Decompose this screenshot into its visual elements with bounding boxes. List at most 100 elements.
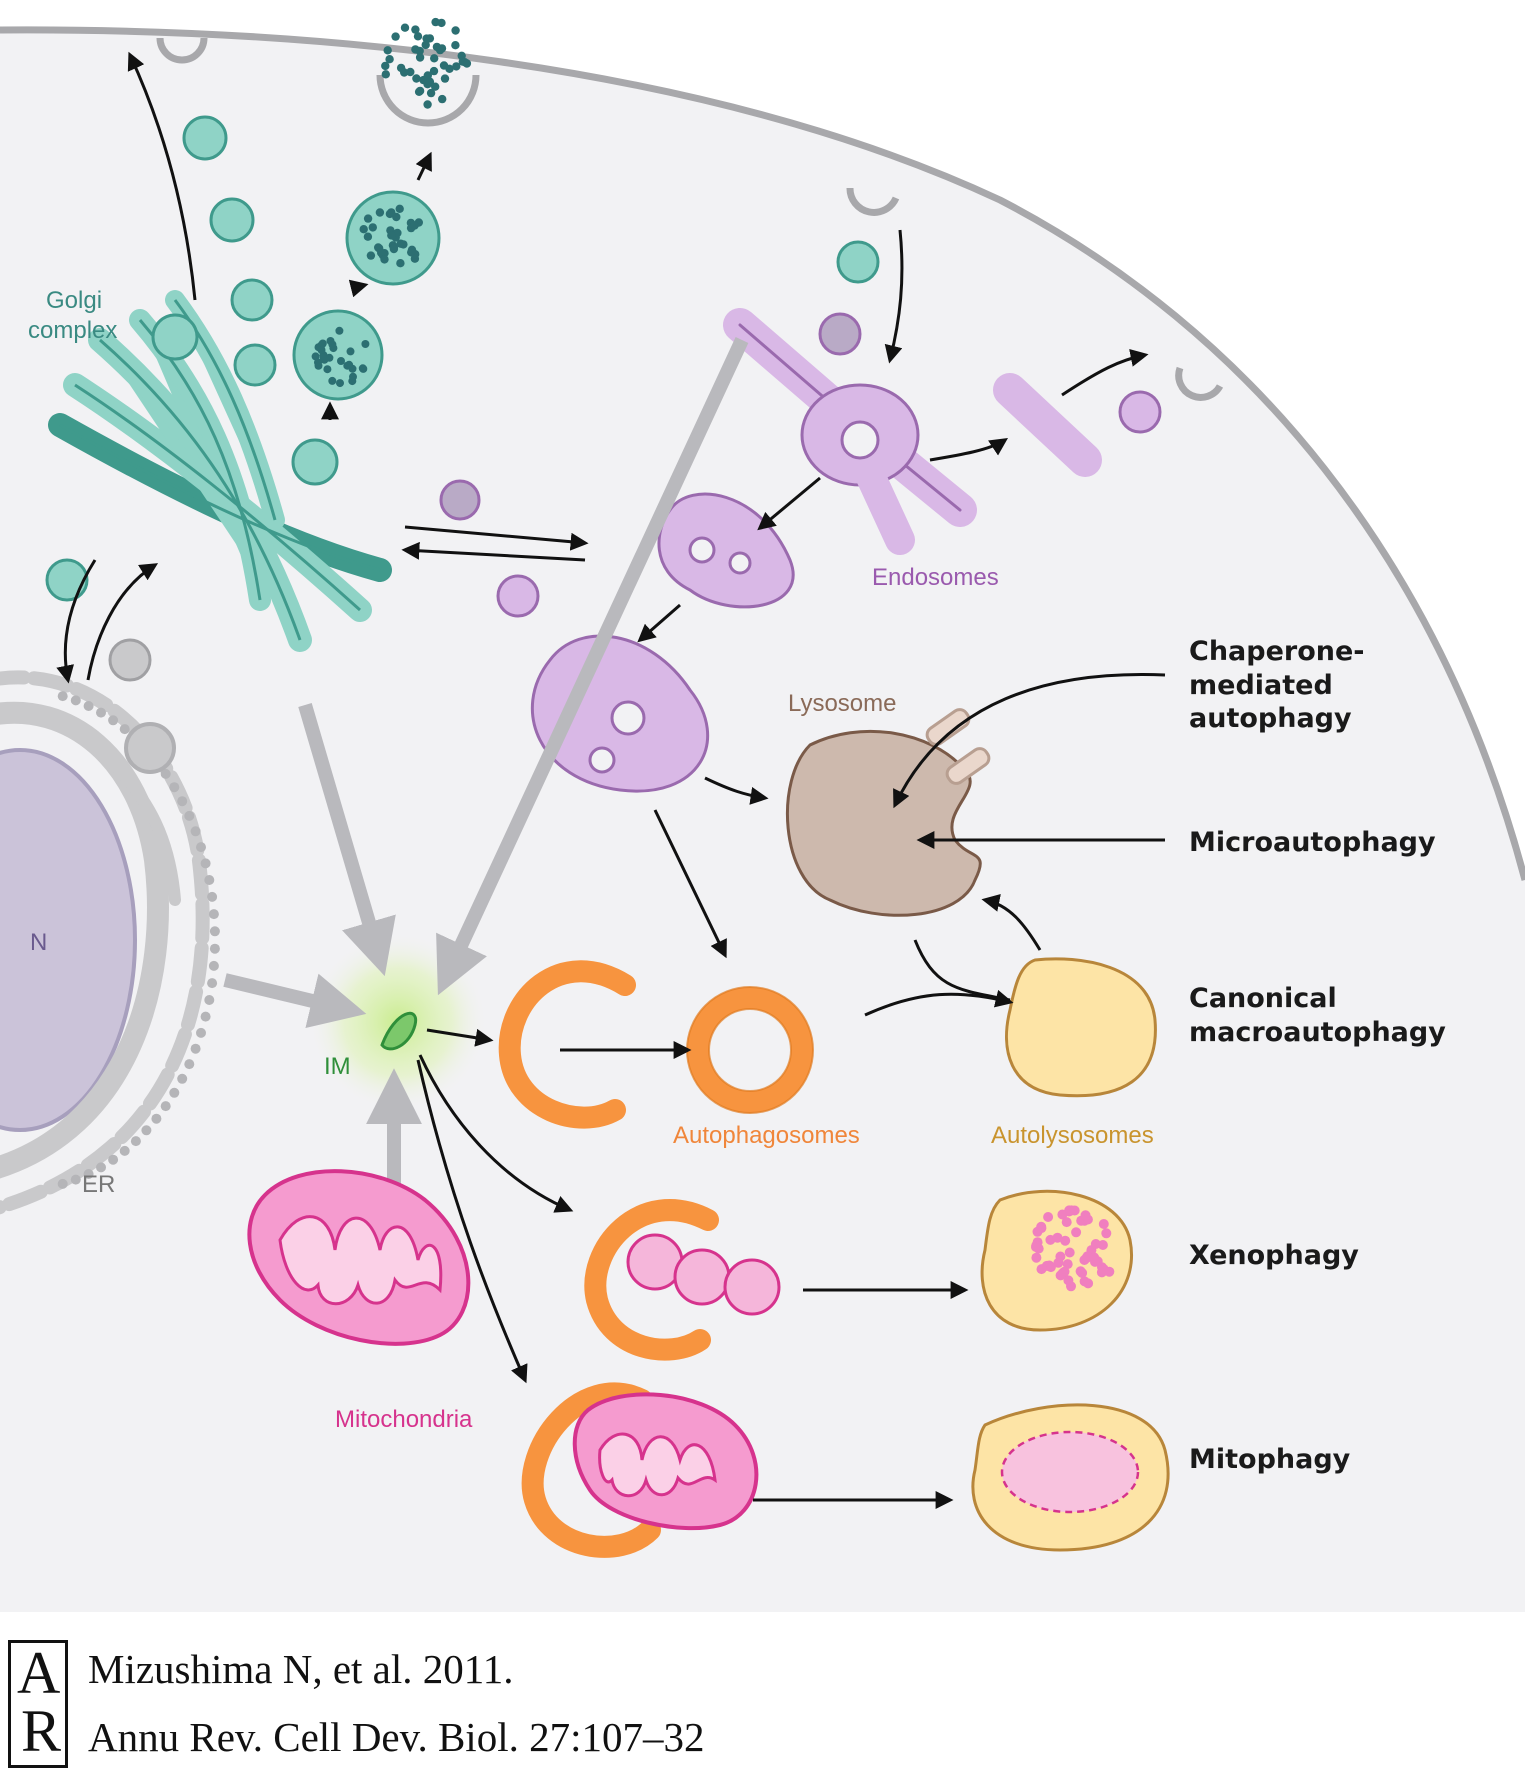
granule-dot bbox=[411, 25, 420, 34]
granule-dot bbox=[425, 77, 435, 86]
granule-dot bbox=[425, 34, 435, 43]
engulfed-mitochondrion bbox=[572, 1392, 759, 1531]
granule-dot bbox=[438, 94, 447, 104]
er-cisternae bbox=[0, 670, 210, 1215]
ribosome-dot bbox=[208, 960, 219, 971]
granule-dot bbox=[375, 208, 385, 217]
granule-dot bbox=[1055, 1270, 1066, 1281]
granule-dot bbox=[1032, 1226, 1043, 1237]
lamp2a-channels bbox=[925, 708, 991, 785]
granule-dot bbox=[407, 248, 416, 257]
granule-dot bbox=[421, 40, 430, 50]
ribosome-dot bbox=[70, 1174, 81, 1185]
granule-dot bbox=[1061, 1217, 1072, 1228]
citation-authors: Mizushima N, et al. 2011. bbox=[88, 1646, 514, 1692]
golgi-buds bbox=[151, 313, 339, 486]
granule-dot bbox=[1101, 1228, 1112, 1239]
granule-dot bbox=[392, 212, 401, 222]
pathway-arrows bbox=[56, 51, 1166, 1509]
er-label: ER bbox=[82, 1171, 115, 1198]
er-vesicle bbox=[124, 722, 176, 774]
granule-dot bbox=[314, 361, 323, 370]
ribosome-dot bbox=[130, 1136, 141, 1147]
nucleus bbox=[0, 748, 137, 1132]
ribosome-dot bbox=[196, 842, 206, 853]
granule-dot bbox=[426, 88, 436, 98]
granule-dot bbox=[1098, 1264, 1109, 1275]
ribosome-dot bbox=[200, 858, 211, 869]
granule-dot bbox=[1077, 1268, 1088, 1278]
xenophagy-label: Xenophagy bbox=[1189, 1240, 1359, 1271]
granule-dot bbox=[452, 62, 461, 71]
granule-dot bbox=[431, 82, 440, 91]
granule-dot bbox=[349, 372, 357, 381]
granule-dot bbox=[423, 100, 432, 109]
granule-dot bbox=[1045, 1262, 1056, 1273]
ribosome-dot bbox=[209, 943, 220, 954]
granule-dot bbox=[1031, 1252, 1042, 1263]
granule-dot bbox=[387, 231, 396, 240]
autophagosomes-label: Autophagosomes bbox=[673, 1122, 860, 1149]
granule-dot bbox=[319, 353, 328, 362]
canonical-macroautophagy-label: Canonical macroautophagy bbox=[1189, 983, 1446, 1048]
ribosome-dot bbox=[207, 978, 218, 989]
granule-dot bbox=[328, 376, 337, 385]
ribosome-dot bbox=[209, 926, 220, 937]
granule-dot bbox=[400, 23, 410, 32]
granule-dot bbox=[337, 357, 345, 365]
ribosome-dot bbox=[169, 1087, 180, 1098]
granule-dot bbox=[343, 361, 352, 370]
ribosome-dot bbox=[96, 707, 106, 718]
granule-dot bbox=[1071, 1227, 1082, 1238]
autophagosomes bbox=[498, 960, 813, 1558]
ribosome-dot bbox=[70, 695, 81, 706]
ribosome-dot bbox=[184, 1059, 195, 1070]
granule-dot bbox=[363, 214, 373, 223]
ribosome-dot bbox=[151, 1113, 162, 1124]
granule-dot bbox=[377, 248, 386, 257]
granule-dot bbox=[317, 346, 326, 354]
isolation-membrane bbox=[380, 1011, 418, 1051]
im-label: IM bbox=[324, 1053, 351, 1080]
nucleus-label: N bbox=[30, 929, 47, 956]
ribosome-dot bbox=[108, 715, 119, 726]
granule-dot bbox=[1031, 1242, 1041, 1252]
lysosome bbox=[786, 729, 982, 917]
granule-dot bbox=[411, 45, 420, 54]
granule-dot bbox=[429, 66, 439, 76]
granule-dot bbox=[366, 251, 376, 260]
granule-dot bbox=[368, 223, 377, 232]
granule-dot bbox=[389, 244, 399, 254]
cell-cytoplasm bbox=[0, 29, 1525, 1612]
ribosome-dot bbox=[119, 1145, 130, 1156]
golgi-outlines bbox=[59, 299, 381, 641]
granule-dot bbox=[336, 379, 344, 388]
ribosome-dot bbox=[208, 909, 219, 920]
granule-dot bbox=[1090, 1239, 1101, 1249]
granule-dot bbox=[406, 67, 415, 77]
endosomes-label: Endosomes bbox=[872, 564, 999, 591]
granule-dot bbox=[431, 17, 440, 27]
granule-dot bbox=[415, 53, 425, 62]
granule-dot bbox=[1043, 1212, 1054, 1222]
granule-dot bbox=[1052, 1232, 1063, 1243]
granule-dot bbox=[359, 225, 368, 234]
membrane-source-arrows bbox=[223, 337, 749, 1235]
grey-vesicle bbox=[108, 638, 152, 682]
granule-dot bbox=[381, 61, 390, 71]
granule-dot bbox=[361, 340, 370, 348]
granule-dot bbox=[1081, 1253, 1092, 1264]
ribosome-dot bbox=[196, 1027, 206, 1038]
granule-dot bbox=[400, 68, 409, 77]
granule-dot bbox=[1060, 1235, 1071, 1246]
granule-dot bbox=[451, 41, 460, 50]
granule-dot bbox=[1062, 1259, 1073, 1270]
granule-dot bbox=[412, 74, 421, 83]
microautophagy-label: Microautophagy bbox=[1189, 827, 1436, 858]
granule-dot bbox=[437, 44, 447, 53]
citation-block: A R Mizushima N, et al. 2011. Annu Rev. … bbox=[0, 1625, 1525, 1779]
granule-dot bbox=[430, 54, 439, 63]
granule-dot bbox=[391, 32, 400, 41]
granule-dot bbox=[323, 365, 332, 374]
